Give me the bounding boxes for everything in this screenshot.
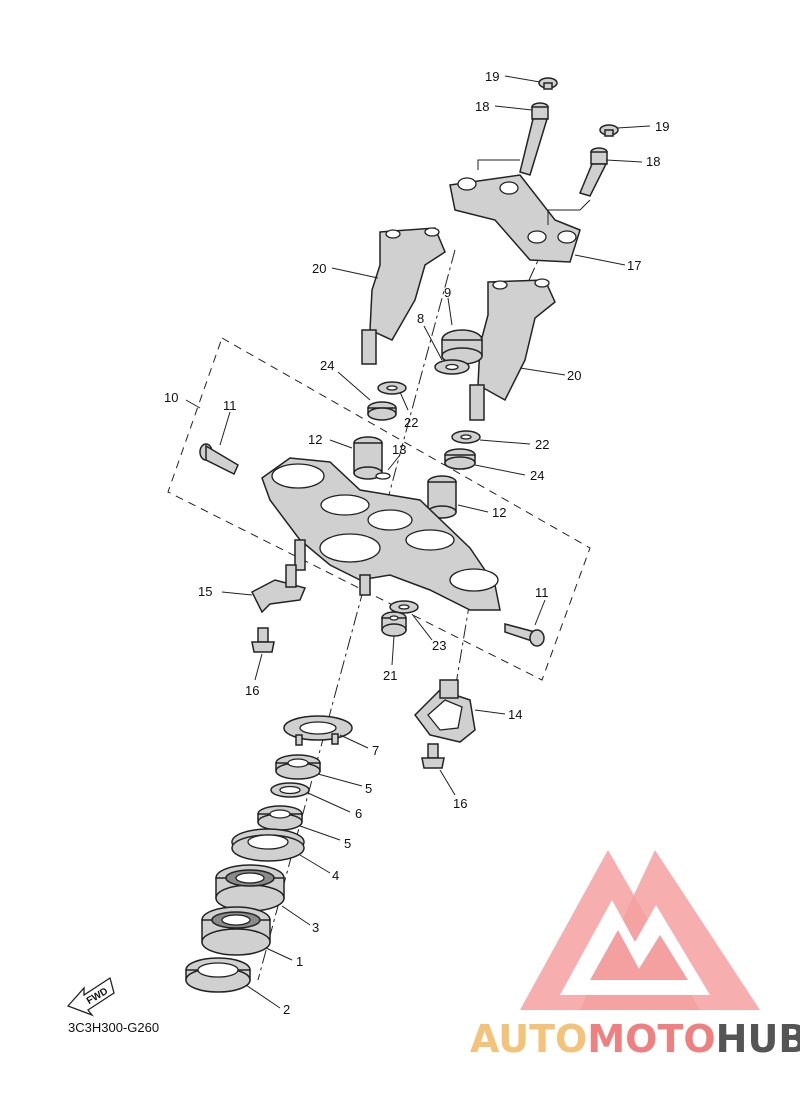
handlebar-holder-20-right bbox=[469, 278, 556, 421]
axis-right bbox=[454, 599, 471, 691]
callout-1: 1 bbox=[296, 954, 303, 969]
fwd-arrow-icon: FWD bbox=[66, 976, 115, 1017]
handlebar-clamp-17 bbox=[449, 159, 591, 263]
washer-22-right bbox=[451, 430, 481, 444]
cap-19-top bbox=[538, 77, 558, 90]
callout-13: 13 bbox=[392, 442, 406, 457]
callout-15: 15 bbox=[198, 584, 212, 599]
bracket-14 bbox=[414, 679, 476, 743]
bearing-1 bbox=[201, 906, 271, 956]
callout-19: 19 bbox=[485, 69, 499, 84]
bolt-18-right bbox=[578, 147, 608, 197]
callout-16: 16 bbox=[245, 683, 259, 698]
cap-19-right bbox=[599, 124, 619, 137]
watermark-auto: AUTO bbox=[470, 1017, 587, 1061]
callout-21: 21 bbox=[383, 668, 397, 683]
handlebar-holder-20-left bbox=[361, 227, 446, 365]
callout-4: 4 bbox=[332, 868, 339, 883]
callout-18: 18 bbox=[475, 99, 489, 114]
screw-16-left bbox=[251, 627, 275, 653]
washer-22-left bbox=[377, 381, 407, 395]
callout-2: 2 bbox=[283, 1002, 290, 1017]
callout-20: 20 bbox=[312, 261, 326, 276]
callout-14: 14 bbox=[508, 707, 522, 722]
watermark-hub: HUB bbox=[716, 1017, 800, 1061]
callout-11: 11 bbox=[223, 398, 237, 413]
seal-2 bbox=[185, 957, 251, 993]
cover-4 bbox=[231, 828, 305, 862]
callout-3: 3 bbox=[312, 920, 319, 935]
collar-24-right bbox=[444, 448, 476, 470]
callout-22: 22 bbox=[404, 415, 418, 430]
callout-18: 18 bbox=[646, 154, 660, 169]
callout-6: 6 bbox=[355, 806, 362, 821]
callout-23: 23 bbox=[432, 638, 446, 653]
callout-7: 7 bbox=[372, 743, 379, 758]
callout-22: 22 bbox=[535, 437, 549, 452]
bolt-11-left bbox=[199, 443, 239, 476]
screw-16-right bbox=[421, 743, 445, 769]
callout-12: 12 bbox=[308, 432, 322, 447]
damper-12-left bbox=[353, 436, 383, 480]
washer-6 bbox=[270, 782, 310, 798]
ring-nut-5-upper bbox=[275, 754, 321, 780]
cap-nut-9 bbox=[441, 329, 483, 365]
callout-labels: 19 18 19 18 17 20 9 8 20 24 22 10 11 12 … bbox=[164, 69, 669, 1017]
bearing-3 bbox=[215, 864, 285, 912]
lock-washer-7 bbox=[283, 715, 353, 746]
callout-8: 8 bbox=[417, 311, 424, 326]
callout-19: 19 bbox=[655, 119, 669, 134]
callout-11: 11 bbox=[535, 585, 549, 600]
diagram-code: 3C3H300-G260 bbox=[68, 1020, 159, 1035]
callout-12: 12 bbox=[492, 505, 506, 520]
oring-13 bbox=[375, 472, 391, 480]
callout-10: 10 bbox=[164, 390, 178, 405]
bolt-11-right bbox=[504, 623, 545, 647]
ring-nut-5-lower bbox=[257, 805, 303, 831]
svg-text:AUTOMOTOHUB: AUTOMOTOHUB bbox=[470, 1017, 800, 1061]
watermark-moto: MOTO bbox=[587, 1017, 715, 1061]
callout-20: 20 bbox=[567, 368, 581, 383]
washer-23 bbox=[389, 600, 419, 614]
callout-5: 5 bbox=[365, 781, 372, 796]
callout-24: 24 bbox=[320, 358, 334, 373]
bracket-15 bbox=[250, 564, 307, 614]
damper-12-right bbox=[427, 475, 457, 519]
lower-bracket-10 bbox=[261, 457, 501, 611]
callout-5: 5 bbox=[344, 836, 351, 851]
callout-16: 16 bbox=[453, 796, 467, 811]
steering-axis bbox=[257, 249, 456, 981]
watermark-text: AUTOMOTOHUB bbox=[470, 1017, 800, 1061]
callout-17: 17 bbox=[627, 258, 641, 273]
lower-bracket-group-outline bbox=[167, 337, 591, 681]
leader-lines bbox=[185, 75, 651, 1009]
watermark-logo bbox=[520, 850, 760, 1010]
nut-21 bbox=[381, 611, 407, 637]
bolt-18-left bbox=[519, 102, 549, 176]
collar-24-left bbox=[367, 401, 397, 421]
callout-9: 9 bbox=[444, 285, 451, 300]
callout-24: 24 bbox=[530, 468, 544, 483]
